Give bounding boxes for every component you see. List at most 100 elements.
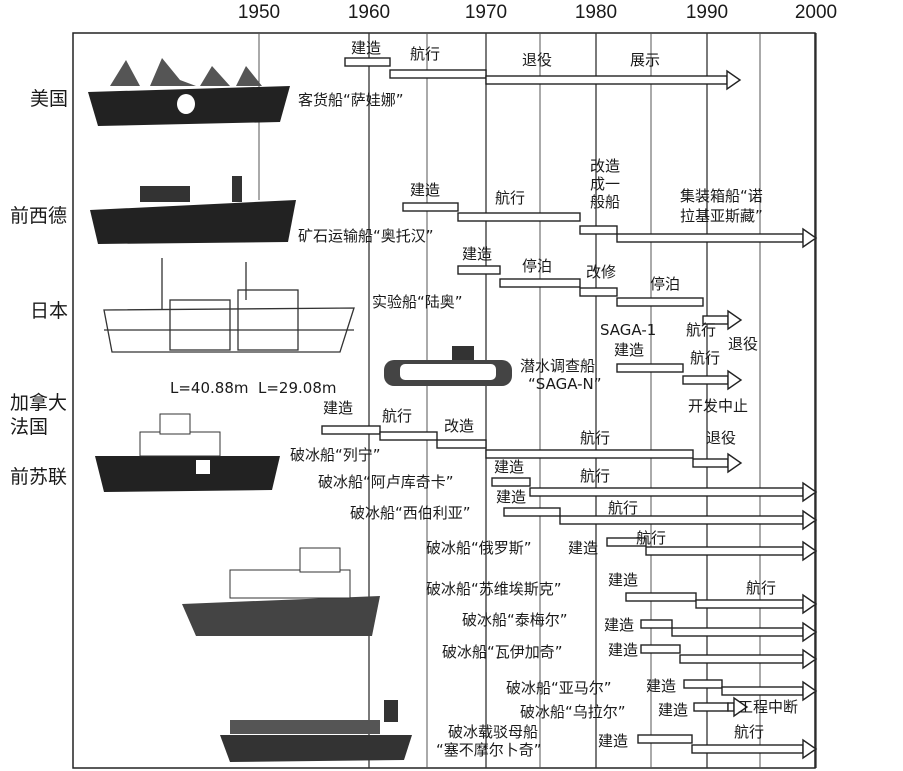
sovsoyuz-build-label: 建造 bbox=[608, 571, 639, 589]
ship-otto-hahn-icon bbox=[90, 176, 296, 244]
lenin-bar-sail1 bbox=[379, 431, 438, 441]
country-japan: 日本 bbox=[30, 300, 69, 322]
rossiya-ship-name: 破冰船“俄罗斯” bbox=[426, 539, 532, 557]
de-bar-general bbox=[579, 225, 618, 235]
dimension-label-2: L=29.08m bbox=[258, 379, 337, 397]
us-build-label: 建造 bbox=[351, 39, 382, 57]
sevmorput-name-2: “塞不摩尔卜奇” bbox=[436, 741, 542, 759]
ca-build-label: 建造 bbox=[614, 341, 645, 359]
chart-frame bbox=[72, 32, 816, 769]
de-convert-label-3: 般船 bbox=[590, 193, 621, 211]
sibir-bar-build bbox=[503, 507, 561, 517]
ca-stop-label: 开发中止 bbox=[688, 397, 749, 415]
lenin-build-label: 建造 bbox=[323, 399, 354, 417]
lenin-ship-name: 破冰船“列宁” bbox=[290, 446, 381, 464]
de-bar-sail bbox=[457, 212, 581, 222]
ural-ship-name: 破冰船“乌拉尔” bbox=[520, 703, 626, 721]
ca-bar-build bbox=[616, 363, 684, 373]
year-tick-2000: 2000 bbox=[794, 2, 838, 23]
jp-sail-label: 航行 bbox=[686, 321, 717, 339]
country-ussr: 前苏联 bbox=[10, 466, 68, 488]
vaigach-bar-build bbox=[640, 644, 681, 654]
taimyr-build-label: 建造 bbox=[604, 616, 635, 634]
vaigach-build-label: 建造 bbox=[608, 641, 639, 659]
de-container-label-1: 集装箱船“诺 bbox=[680, 187, 763, 205]
ural-stop-label: 工程中断 bbox=[738, 698, 799, 716]
arktika-bar-build bbox=[491, 477, 531, 487]
jp-modify-label: 改修 bbox=[586, 263, 617, 281]
country-france: 法国 bbox=[10, 416, 49, 438]
ca-sub-label-2: “SAGA-N” bbox=[528, 375, 602, 393]
ural-bar-stop bbox=[727, 696, 749, 718]
lenin-bar-retire bbox=[692, 452, 743, 474]
sevmorput-sail-label: 航行 bbox=[734, 723, 765, 741]
jp-bar-stop2 bbox=[616, 297, 704, 307]
country-canada: 加拿大 bbox=[10, 392, 68, 414]
ship-savannah-icon bbox=[88, 58, 290, 126]
jp-stop2-label: 停泊 bbox=[650, 275, 681, 293]
sovsoyuz-bar-sail bbox=[695, 593, 818, 615]
sibir-ship-name: 破冰船“西伯利亚” bbox=[350, 504, 471, 522]
us-bar-sail bbox=[389, 69, 487, 79]
us-sail-label: 航行 bbox=[410, 45, 441, 63]
de-container-label-2: 拉基亚斯藏” bbox=[680, 207, 763, 225]
us-display-label: 展示 bbox=[630, 51, 661, 69]
rossiya-bar-build bbox=[606, 537, 647, 547]
sovsoyuz-bar-build bbox=[625, 592, 697, 602]
jp-retire-label: 退役 bbox=[728, 335, 759, 353]
ship-lenin-icon bbox=[95, 413, 280, 492]
year-tick-1960: 1960 bbox=[347, 2, 391, 23]
us-retire-label: 退役 bbox=[522, 51, 553, 69]
taimyr-bar-sail bbox=[671, 621, 818, 643]
lenin-bar-sail2 bbox=[485, 449, 694, 459]
de-sail-label: 航行 bbox=[495, 189, 526, 207]
ship-saga-n-icon bbox=[384, 346, 512, 386]
yamal-bar-build bbox=[683, 679, 723, 689]
rossiya-sail-label: 航行 bbox=[636, 529, 667, 547]
de-convert-label-1: 改造 bbox=[590, 157, 621, 175]
de-convert-label-2: 成一 bbox=[590, 175, 621, 193]
jp-bar-stop1 bbox=[499, 278, 581, 288]
ca-bar-sail bbox=[682, 369, 743, 391]
sibir-sail-label: 航行 bbox=[608, 499, 639, 517]
lenin-retire-label: 退役 bbox=[706, 429, 737, 447]
us-bar-retire-display bbox=[485, 69, 742, 91]
us-bar-build bbox=[344, 57, 391, 67]
saga1-label: SAGA-1 bbox=[600, 321, 657, 339]
rossiya-bar-sail bbox=[645, 540, 818, 562]
jp-bar-sail bbox=[702, 309, 743, 331]
vaigach-ship-name: 破冰船“瓦伊加奇” bbox=[442, 643, 563, 661]
vaigach-bar-sail bbox=[679, 648, 818, 670]
sevmorput-bar-sail bbox=[691, 738, 818, 760]
country-west-germany: 前西德 bbox=[10, 205, 68, 227]
arktika-ship-name: 破冰船“阿卢库奇卡” bbox=[318, 473, 454, 491]
dimension-label-1: L=40.88m bbox=[170, 379, 249, 397]
sovsoyuz-ship-name: 破冰船“苏维埃斯克” bbox=[426, 580, 562, 598]
ural-bar-build bbox=[693, 702, 729, 712]
year-tick-1950: 1950 bbox=[237, 2, 281, 23]
year-tick-1970: 1970 bbox=[464, 2, 508, 23]
de-ship-name: 矿石运输船“奥托汉” bbox=[298, 227, 434, 245]
jp-ship-name: 实验船“陆奥” bbox=[372, 293, 463, 311]
sovsoyuz-sail-label: 航行 bbox=[746, 579, 777, 597]
ship-mutsu-icon bbox=[103, 258, 355, 353]
jp-bar-modify bbox=[579, 287, 618, 297]
de-bar-build bbox=[402, 202, 459, 212]
ural-build-label: 建造 bbox=[658, 701, 689, 719]
lenin-bar-modify bbox=[436, 439, 487, 449]
de-bar-container bbox=[616, 227, 818, 249]
timeline-bars bbox=[321, 57, 818, 760]
arktika-sail-label: 航行 bbox=[580, 467, 611, 485]
sibir-bar-sail bbox=[559, 509, 818, 531]
sibir-build-label: 建造 bbox=[496, 488, 527, 506]
taimyr-bar-build bbox=[640, 619, 673, 629]
lenin-sail2-label: 航行 bbox=[580, 429, 611, 447]
ship-arktika-icon bbox=[182, 547, 380, 636]
ca-sail-label: 航行 bbox=[690, 349, 721, 367]
lenin-sail1-label: 航行 bbox=[382, 407, 413, 425]
yamal-bar-sail bbox=[721, 680, 818, 702]
sevmorput-bar-build bbox=[637, 734, 693, 744]
jp-bar-build bbox=[457, 265, 501, 275]
